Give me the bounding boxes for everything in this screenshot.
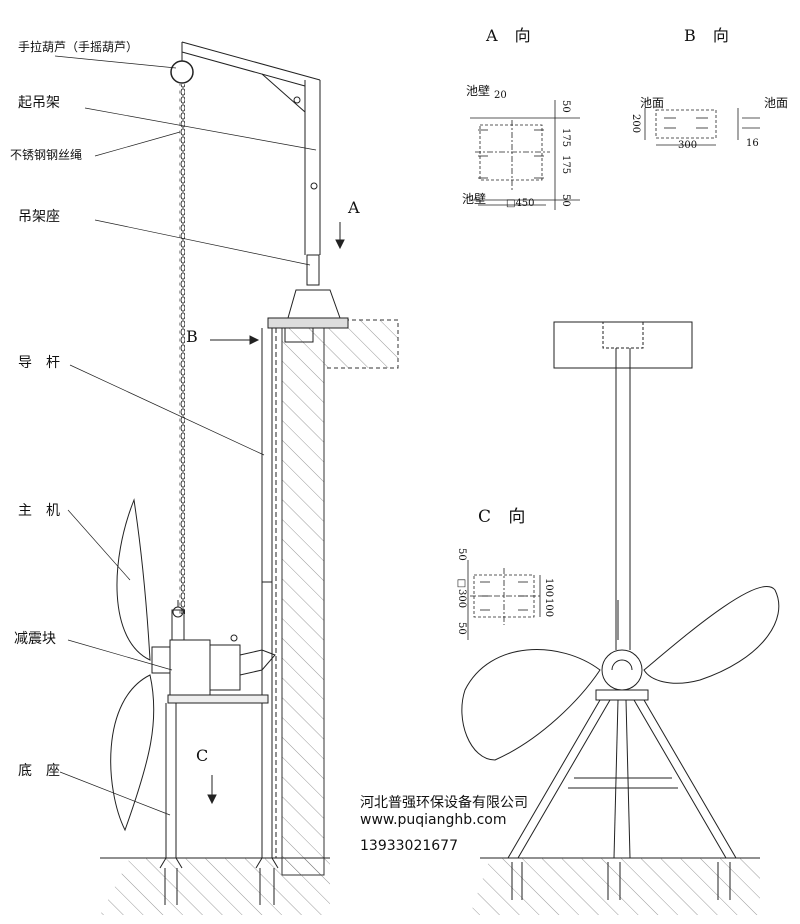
mixer-base (159, 694, 279, 905)
view-a-drawing (470, 100, 580, 210)
view-b-dim-200: 200 (630, 114, 641, 134)
view-a-wall-top: 池壁 (466, 84, 491, 98)
label-crane-frame: 起吊架 (18, 95, 60, 111)
view-c-dim-50-bottom: 50 (456, 622, 467, 635)
guide-rod (261, 328, 277, 858)
arrow-a-label: A (348, 198, 360, 217)
crane-frame (181, 41, 321, 255)
view-a-dim-20: 20 (494, 90, 507, 101)
view-a-dim-175-a: 175 (560, 128, 571, 148)
front-elevation (461, 321, 780, 915)
view-b-surface-left: 池面 (640, 96, 665, 110)
label-damping-block: 减震块 (14, 631, 56, 647)
view-a-dim-50-bottom: 50 (560, 194, 571, 207)
company-phone: 13933021677 (360, 838, 458, 854)
company-name: 河北普强环保设备有限公司 (360, 795, 528, 811)
label-crane-base: 吊架座 (18, 209, 60, 225)
tank-wall (281, 319, 399, 876)
leader-lines (54, 55, 317, 816)
mixer-main-unit (110, 498, 276, 832)
label-wire-rope: 不锈钢钢丝绳 (10, 148, 83, 162)
label-base: 底 座 (18, 763, 60, 779)
view-b-drawing (644, 108, 760, 146)
view-b-dim-300: 300 (678, 140, 698, 151)
view-a-dim-450: □450 (506, 198, 535, 209)
direction-arrows (207, 222, 345, 805)
view-a-dim-175-b: 175 (560, 155, 571, 175)
chain (179, 84, 185, 614)
view-c-dim-100-b: 100 (543, 598, 554, 618)
view-a-dim-50-top: 50 (560, 100, 571, 113)
view-a-wall-bottom: 池壁 (462, 192, 487, 206)
crane-base (267, 254, 349, 343)
hoist-icon (170, 52, 194, 84)
view-c-title: C 向 (478, 507, 532, 527)
label-guide-rod: 导 杆 (18, 355, 60, 371)
view-b-surface-right: 池面 (764, 96, 789, 110)
view-c-dim-50-top: 50 (456, 548, 467, 561)
view-b-dim-16: 16 (746, 138, 759, 149)
label-main-unit: 主 机 (18, 503, 60, 519)
arrow-c-label: C (196, 746, 209, 765)
company-website[interactable]: www.puqianghb.com (360, 812, 507, 828)
arrow-b-label: B (186, 327, 198, 346)
view-b-title: B 向 (684, 26, 735, 45)
view-c-drawing (467, 560, 541, 640)
label-hoist: 手拉葫芦（手摇葫芦） (18, 40, 139, 54)
tank-floor (100, 857, 330, 915)
view-a-title: A 向 (486, 26, 537, 45)
view-c-dim-100-a: 100 (543, 578, 554, 598)
view-c-dim-300: □300 (456, 578, 467, 609)
